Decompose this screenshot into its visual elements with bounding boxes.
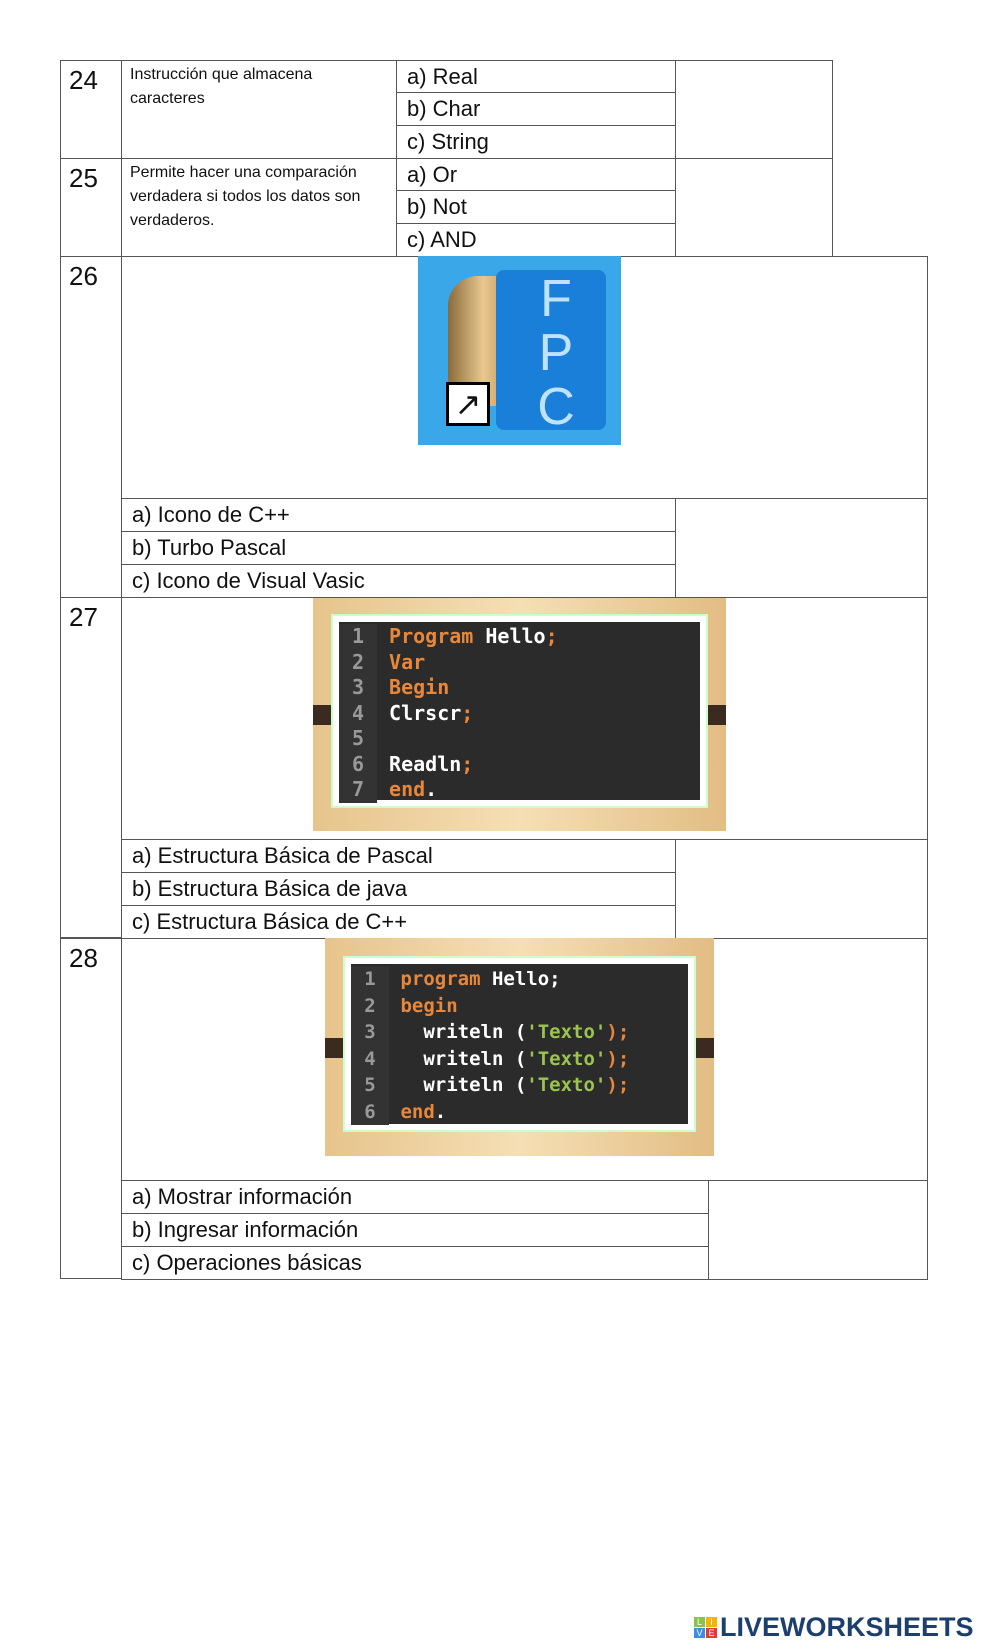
option-b[interactable]: b) Estructura Básica de java [121,872,676,906]
line-number: 5 [339,726,377,752]
question-number: 25 [60,158,122,257]
code-token: . [425,777,438,801]
badge-letter: V [694,1628,705,1638]
option-a[interactable]: a) Mostrar información [121,1180,709,1214]
code-token: writeln ( [400,1047,527,1070]
live-badge-icon: L I V E [694,1617,717,1638]
code-token: end [389,777,426,801]
line-number: 2 [339,649,377,675]
code-line: 6 Readln; [339,751,700,777]
code-line: 3 Begin [339,675,700,701]
option-a[interactable]: a) Or [396,158,676,191]
line-number: 5 [351,1072,389,1099]
code-token: ; [461,700,474,725]
code-token: . [434,1100,447,1123]
code-line: 1 Program Hello; [339,624,700,650]
question-number: 27 [60,597,122,938]
question-text: Instrucción que almacena caracteres [121,60,397,159]
question-number: 28 [60,938,122,1279]
line-number: 3 [339,675,377,701]
code-token: writeln ( [400,1074,527,1096]
code-token: Clrscr [389,700,462,725]
code-token: begin [400,994,458,1017]
badge-letter: E [706,1628,717,1638]
code-line: 7 end. [339,777,700,803]
question-number: 26 [60,256,122,598]
option-c[interactable]: c) AND [396,223,676,257]
line-number: 1 [339,624,377,650]
option-b[interactable]: b) Turbo Pascal [121,531,676,565]
option-a[interactable]: a) Estructura Básica de Pascal [121,839,676,873]
code-token: program [400,968,481,990]
answer-box[interactable] [675,158,833,257]
option-a[interactable]: a) Real [396,60,676,93]
answer-box[interactable] [675,839,928,939]
code-token: Var [389,649,426,674]
code-token: 'Texto' [526,1074,607,1096]
code-token: Readln [389,751,462,776]
code-token: ; [545,624,558,648]
line-number: 2 [351,992,389,1019]
line-number: 6 [339,751,377,777]
option-c[interactable]: c) Operaciones básicas [121,1246,709,1280]
code-line: 6 end. [351,1098,688,1125]
code-token: ); [606,1021,630,1043]
line-number: 3 [351,1019,389,1046]
brand-text: LIVEWORKSHEETS [720,1612,974,1642]
option-b[interactable]: b) Not [396,190,676,224]
code-token: Hello [473,624,546,648]
line-number: 4 [351,1045,389,1072]
code-line: 4 writeln ('Texto'); [351,1045,688,1072]
code-line: 3 writeln ('Texto'); [351,1019,688,1046]
fpc-logo-text: FPC [527,270,585,432]
liveworksheets-logo: L I V E LIVEWORKSHEETS [694,1612,974,1643]
code-token: ; [461,751,474,776]
question-text: Permite hacer una comparación verdadera … [121,158,397,257]
line-number: 4 [339,700,377,726]
option-c[interactable]: c) String [396,125,676,159]
answer-box[interactable] [675,498,928,598]
badge-letter: I [706,1617,717,1627]
line-number: 7 [339,777,377,803]
answer-box[interactable] [675,60,833,159]
code-line: 5 [339,726,700,752]
shortcut-arrow-icon: ↗ [446,382,490,426]
code-line: 2 begin [351,992,688,1019]
code-token: Begin [389,675,450,699]
code-token: ); [606,1047,630,1070]
line-number: 1 [351,966,389,993]
code-token: ); [606,1074,630,1096]
badge-letter: L [694,1617,705,1627]
option-c[interactable]: c) Estructura Básica de C++ [121,905,676,939]
question-number: 24 [60,60,122,159]
line-number: 6 [351,1098,389,1125]
answer-box[interactable] [708,1180,928,1280]
code-token: 'Texto' [526,1047,607,1070]
option-c[interactable]: c) Icono de Visual Vasic [121,564,676,598]
code-line: 4 Clrscr; [339,700,700,726]
code-line: 2 Var [339,649,700,675]
code-token: end [400,1100,435,1123]
code-token: 'Texto' [526,1021,607,1043]
code-token: Hello; [480,968,561,990]
code-token: writeln ( [400,1021,527,1043]
code-token: Program [389,624,474,648]
fpc-icon-image: FPC ↗ [418,256,621,445]
option-b[interactable]: b) Char [396,92,676,126]
code-line: 1 program Hello; [351,966,688,993]
option-b[interactable]: b) Ingresar información [121,1213,709,1247]
code-line: 5 writeln ('Texto'); [351,1072,688,1099]
option-a[interactable]: a) Icono de C++ [121,498,676,532]
